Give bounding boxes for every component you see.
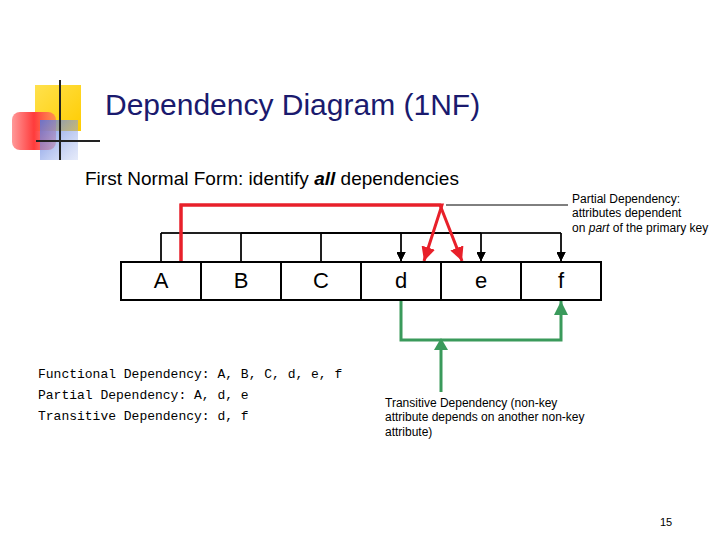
transitive-note-text: Transitive Dependency (non-key attribute… (385, 396, 584, 439)
leader-line (440, 346, 443, 392)
dependency-arrow (321, 233, 561, 261)
subtitle-text: First Normal Form: identify (85, 168, 309, 189)
dependency-arrow (321, 233, 401, 261)
dependency-arrow (181, 205, 462, 261)
dependency-list-text: Functional Dependency: A, B, C, d, e, f (38, 367, 342, 382)
dependency-list: Functional Dependency: A, B, C, d, e, f (38, 367, 378, 382)
dependency-arrow (241, 233, 481, 261)
dependency-arrow (241, 233, 561, 261)
transitive-note: Transitive Dependency (non-key attribute… (385, 396, 595, 439)
attribute-cell: f (520, 261, 602, 301)
subtitle-text: all (314, 168, 335, 189)
attribute-name: A (154, 268, 169, 294)
subtitle-text: dependencies (341, 168, 459, 189)
partial-note: Partial Dependency: attributes dependent… (572, 192, 715, 235)
attribute-name: B (234, 268, 249, 294)
deco-line (59, 80, 61, 160)
attribute-cell: C (280, 261, 362, 301)
attribute-name: C (313, 268, 329, 294)
attribute-cell: e (440, 261, 522, 301)
dependency-list-text: Transitive Dependency: d, f (38, 409, 249, 424)
page-number: 15 (660, 516, 700, 528)
deco-line (36, 140, 100, 142)
dependency-list-text: Partial Dependency: A, d, e (38, 388, 249, 403)
attribute-name: d (395, 268, 407, 294)
dependency-arrow (401, 301, 561, 340)
page-number-text: 15 (660, 516, 672, 528)
partial-note-text: part (589, 221, 610, 235)
dependency-list: Transitive Dependency: d, f (38, 409, 378, 424)
subtitle: First Normal Form: identifyall dependenci… (85, 168, 605, 190)
attribute-cell: A (120, 261, 202, 301)
dependency-arrow (161, 233, 401, 261)
attribute-cell: d (360, 261, 442, 301)
attribute-name: f (558, 268, 564, 294)
dependency-arrow (181, 205, 442, 261)
slide-title: Dependency Diagram (1NF) (105, 88, 480, 122)
attribute-cell: B (200, 261, 282, 301)
dependency-arrow (161, 233, 561, 261)
attribute-name: e (475, 268, 487, 294)
leader-line (446, 205, 568, 206)
dependency-list: Partial Dependency: A, d, e (38, 388, 378, 403)
partial-note-text: of the primary key (613, 221, 708, 235)
